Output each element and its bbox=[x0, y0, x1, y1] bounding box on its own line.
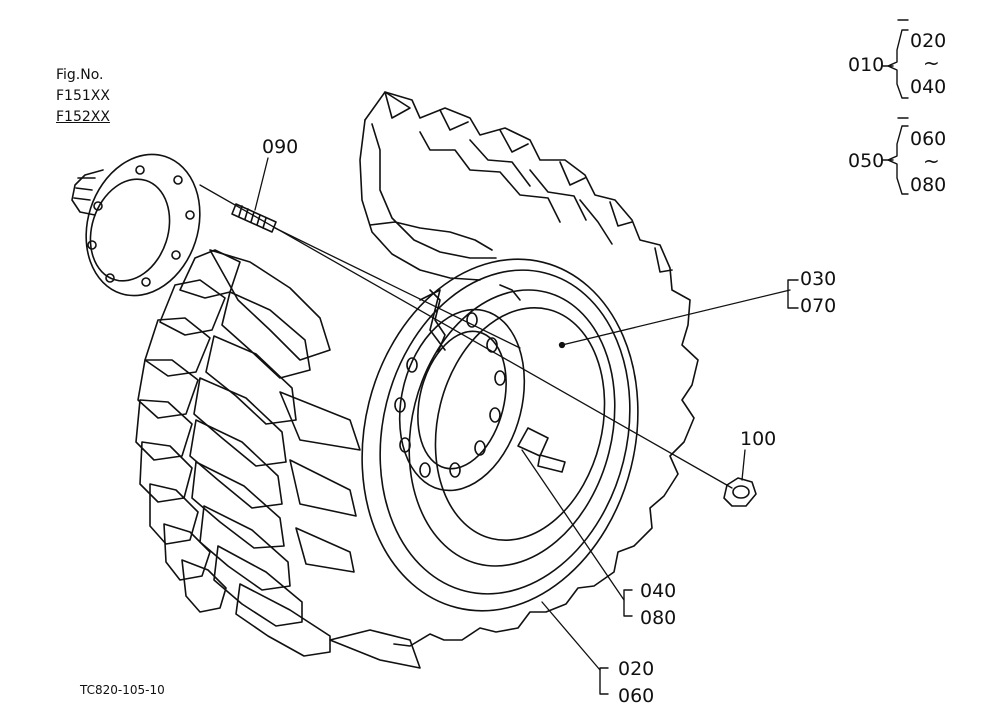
valve bbox=[517, 427, 566, 473]
wheel-nut-100 bbox=[723, 477, 757, 507]
drawing-code: TC820-105-10 bbox=[80, 683, 165, 697]
figure-number-2: F152XX bbox=[56, 109, 110, 125]
wheel-hub bbox=[394, 289, 526, 492]
stud-bolt-090 bbox=[231, 203, 277, 233]
figure-number-label: Fig.No. bbox=[56, 67, 104, 83]
legend-010-from: 020 bbox=[910, 30, 947, 52]
legend-assembly-050: 050 bbox=[848, 150, 885, 172]
callout-040: 040 bbox=[640, 580, 677, 602]
callout-100: 100 bbox=[740, 428, 777, 450]
callout-080: 080 bbox=[640, 607, 677, 629]
callout-brackets bbox=[599, 19, 909, 695]
front-tire bbox=[359, 91, 699, 647]
wheel-rim bbox=[361, 258, 639, 612]
callout-030: 030 bbox=[800, 268, 837, 290]
callout-070: 070 bbox=[800, 295, 837, 317]
legend-050-to: 080 bbox=[910, 174, 947, 196]
rear-tire-lugs bbox=[135, 249, 421, 669]
callout-060: 060 bbox=[618, 685, 655, 707]
callout-020: 020 bbox=[618, 658, 655, 680]
figure-number-1: F151XX bbox=[56, 88, 110, 104]
legend-050-range-mark: ~ bbox=[923, 149, 940, 173]
legend-010-range-mark: ~ bbox=[923, 51, 940, 75]
leader-lines bbox=[199, 157, 791, 671]
callout-090: 090 bbox=[262, 136, 299, 158]
legend-050-from: 060 bbox=[910, 128, 947, 150]
axle-flange bbox=[71, 153, 201, 297]
legend-assembly-010: 010 bbox=[848, 54, 885, 76]
legend-010-to: 040 bbox=[910, 76, 947, 98]
